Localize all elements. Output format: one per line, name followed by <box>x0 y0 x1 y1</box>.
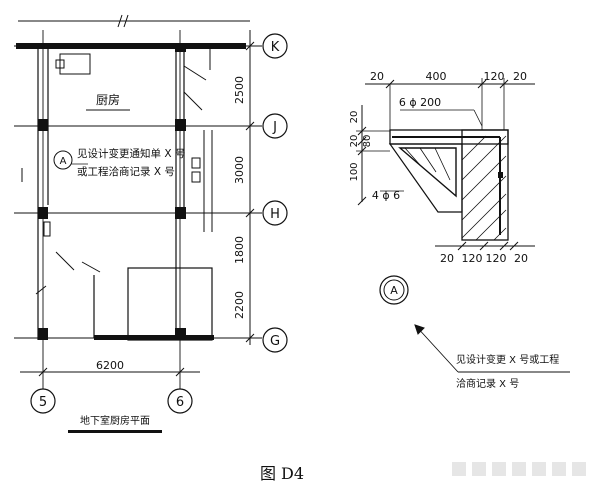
dim-j-h: 3000 <box>233 156 246 184</box>
detail-dim-bottom-3: 120 <box>486 252 507 265</box>
plan-note-line1: 见设计变更通知单 X 号 <box>77 147 185 160</box>
column <box>38 119 48 131</box>
rebar-leader <box>473 109 483 127</box>
figure-caption: 图 D4 <box>260 464 304 483</box>
top-rebar-label: 6 ϕ 200 <box>399 96 441 109</box>
grid-bubbles-cols: 5 6 <box>30 388 193 414</box>
door-swing <box>81 261 101 273</box>
detail-dim-top-4: 20 <box>513 70 527 83</box>
concrete-hatch <box>461 135 507 241</box>
dim-h-g-lower: 2200 <box>233 291 246 319</box>
bottom-wall <box>94 335 214 340</box>
plan-note-line2: 或工程洽商记录 X 号 <box>77 165 175 178</box>
dimension-ticks <box>245 41 255 343</box>
fixture <box>191 157 201 169</box>
detail-dim-top-1: 20 <box>370 70 384 83</box>
grid-bubble-j <box>262 113 288 139</box>
column <box>175 43 186 52</box>
room-label: 厨房 <box>96 92 120 107</box>
door-swing <box>55 251 75 271</box>
haunch-rebar <box>398 147 457 198</box>
grid-label-j: J <box>272 120 277 135</box>
detail-dim-left-1: 20 <box>349 111 360 124</box>
grid-bubble-g <box>262 327 288 353</box>
haunch <box>388 143 463 213</box>
grid-bubble-6 <box>167 388 193 414</box>
dim-k-j: 2500 <box>233 76 246 104</box>
callout-a-detail-letter: A <box>390 284 398 297</box>
column <box>38 207 48 219</box>
callout-a-plan <box>53 150 73 170</box>
slab-reinforcement-detail <box>356 78 570 373</box>
callout-arrow-leader <box>414 324 459 373</box>
column <box>175 119 186 131</box>
detail-note-line1: 见设计变更 X 号或工程 <box>456 353 559 366</box>
detail-note-line2: 洽商记录 X 号 <box>456 377 519 390</box>
break-mark <box>117 14 129 28</box>
title-underline <box>68 430 162 433</box>
detail-dim-left-4: 100 <box>349 162 360 181</box>
detail-dim-bottom-1: 20 <box>440 252 454 265</box>
haunch-hatch <box>404 147 451 181</box>
dim-h-g-upper: 1800 <box>233 236 246 264</box>
column <box>38 328 48 340</box>
detail-dim-top-2: 400 <box>426 70 447 83</box>
kitchen-floor-plan <box>14 14 262 433</box>
stair-room <box>127 267 213 341</box>
column <box>175 207 186 219</box>
detail-dim-top-3: 120 <box>484 70 505 83</box>
arrow-head <box>414 324 425 335</box>
fixture <box>43 221 51 237</box>
counter <box>59 53 91 75</box>
column <box>175 328 186 340</box>
rebar-dot <box>498 172 503 178</box>
detail-dim-bottom-2: 120 <box>462 252 483 265</box>
watermark <box>452 462 586 476</box>
grid-label-h: H <box>270 207 280 222</box>
callout-a-plan-letter: A <box>60 156 67 167</box>
callout-a-detail-inner <box>383 279 405 301</box>
grid-bubbles-rows: K J H G <box>262 33 288 353</box>
plan-title: 地下室厨房平面 <box>80 414 150 427</box>
grid-label-k: K <box>271 40 280 55</box>
dimension-ticks <box>38 367 185 377</box>
wall-section <box>461 129 509 241</box>
detail-dim-bottom-4: 20 <box>514 252 528 265</box>
fixture <box>191 171 201 183</box>
grid-bubble-5 <box>30 388 56 414</box>
sink <box>55 59 65 69</box>
grid-bubble-k <box>262 33 288 59</box>
side-rebar-label: 4 ϕ 6 <box>372 189 400 202</box>
dimension-ticks <box>457 241 519 251</box>
door-swing <box>35 285 47 295</box>
door-swing <box>183 91 203 111</box>
grid-bubble-h <box>262 200 288 226</box>
grid-label-g: G <box>270 334 280 349</box>
top-wall <box>16 43 246 49</box>
dim-5-6: 6200 <box>96 359 124 372</box>
grid-label-6: 6 <box>176 395 184 410</box>
detail-dim-left-3: 80 <box>362 135 373 148</box>
grid-label-5: 5 <box>39 395 47 410</box>
detail-dim-left-2: 20 <box>349 135 360 148</box>
door-swing <box>183 65 207 81</box>
